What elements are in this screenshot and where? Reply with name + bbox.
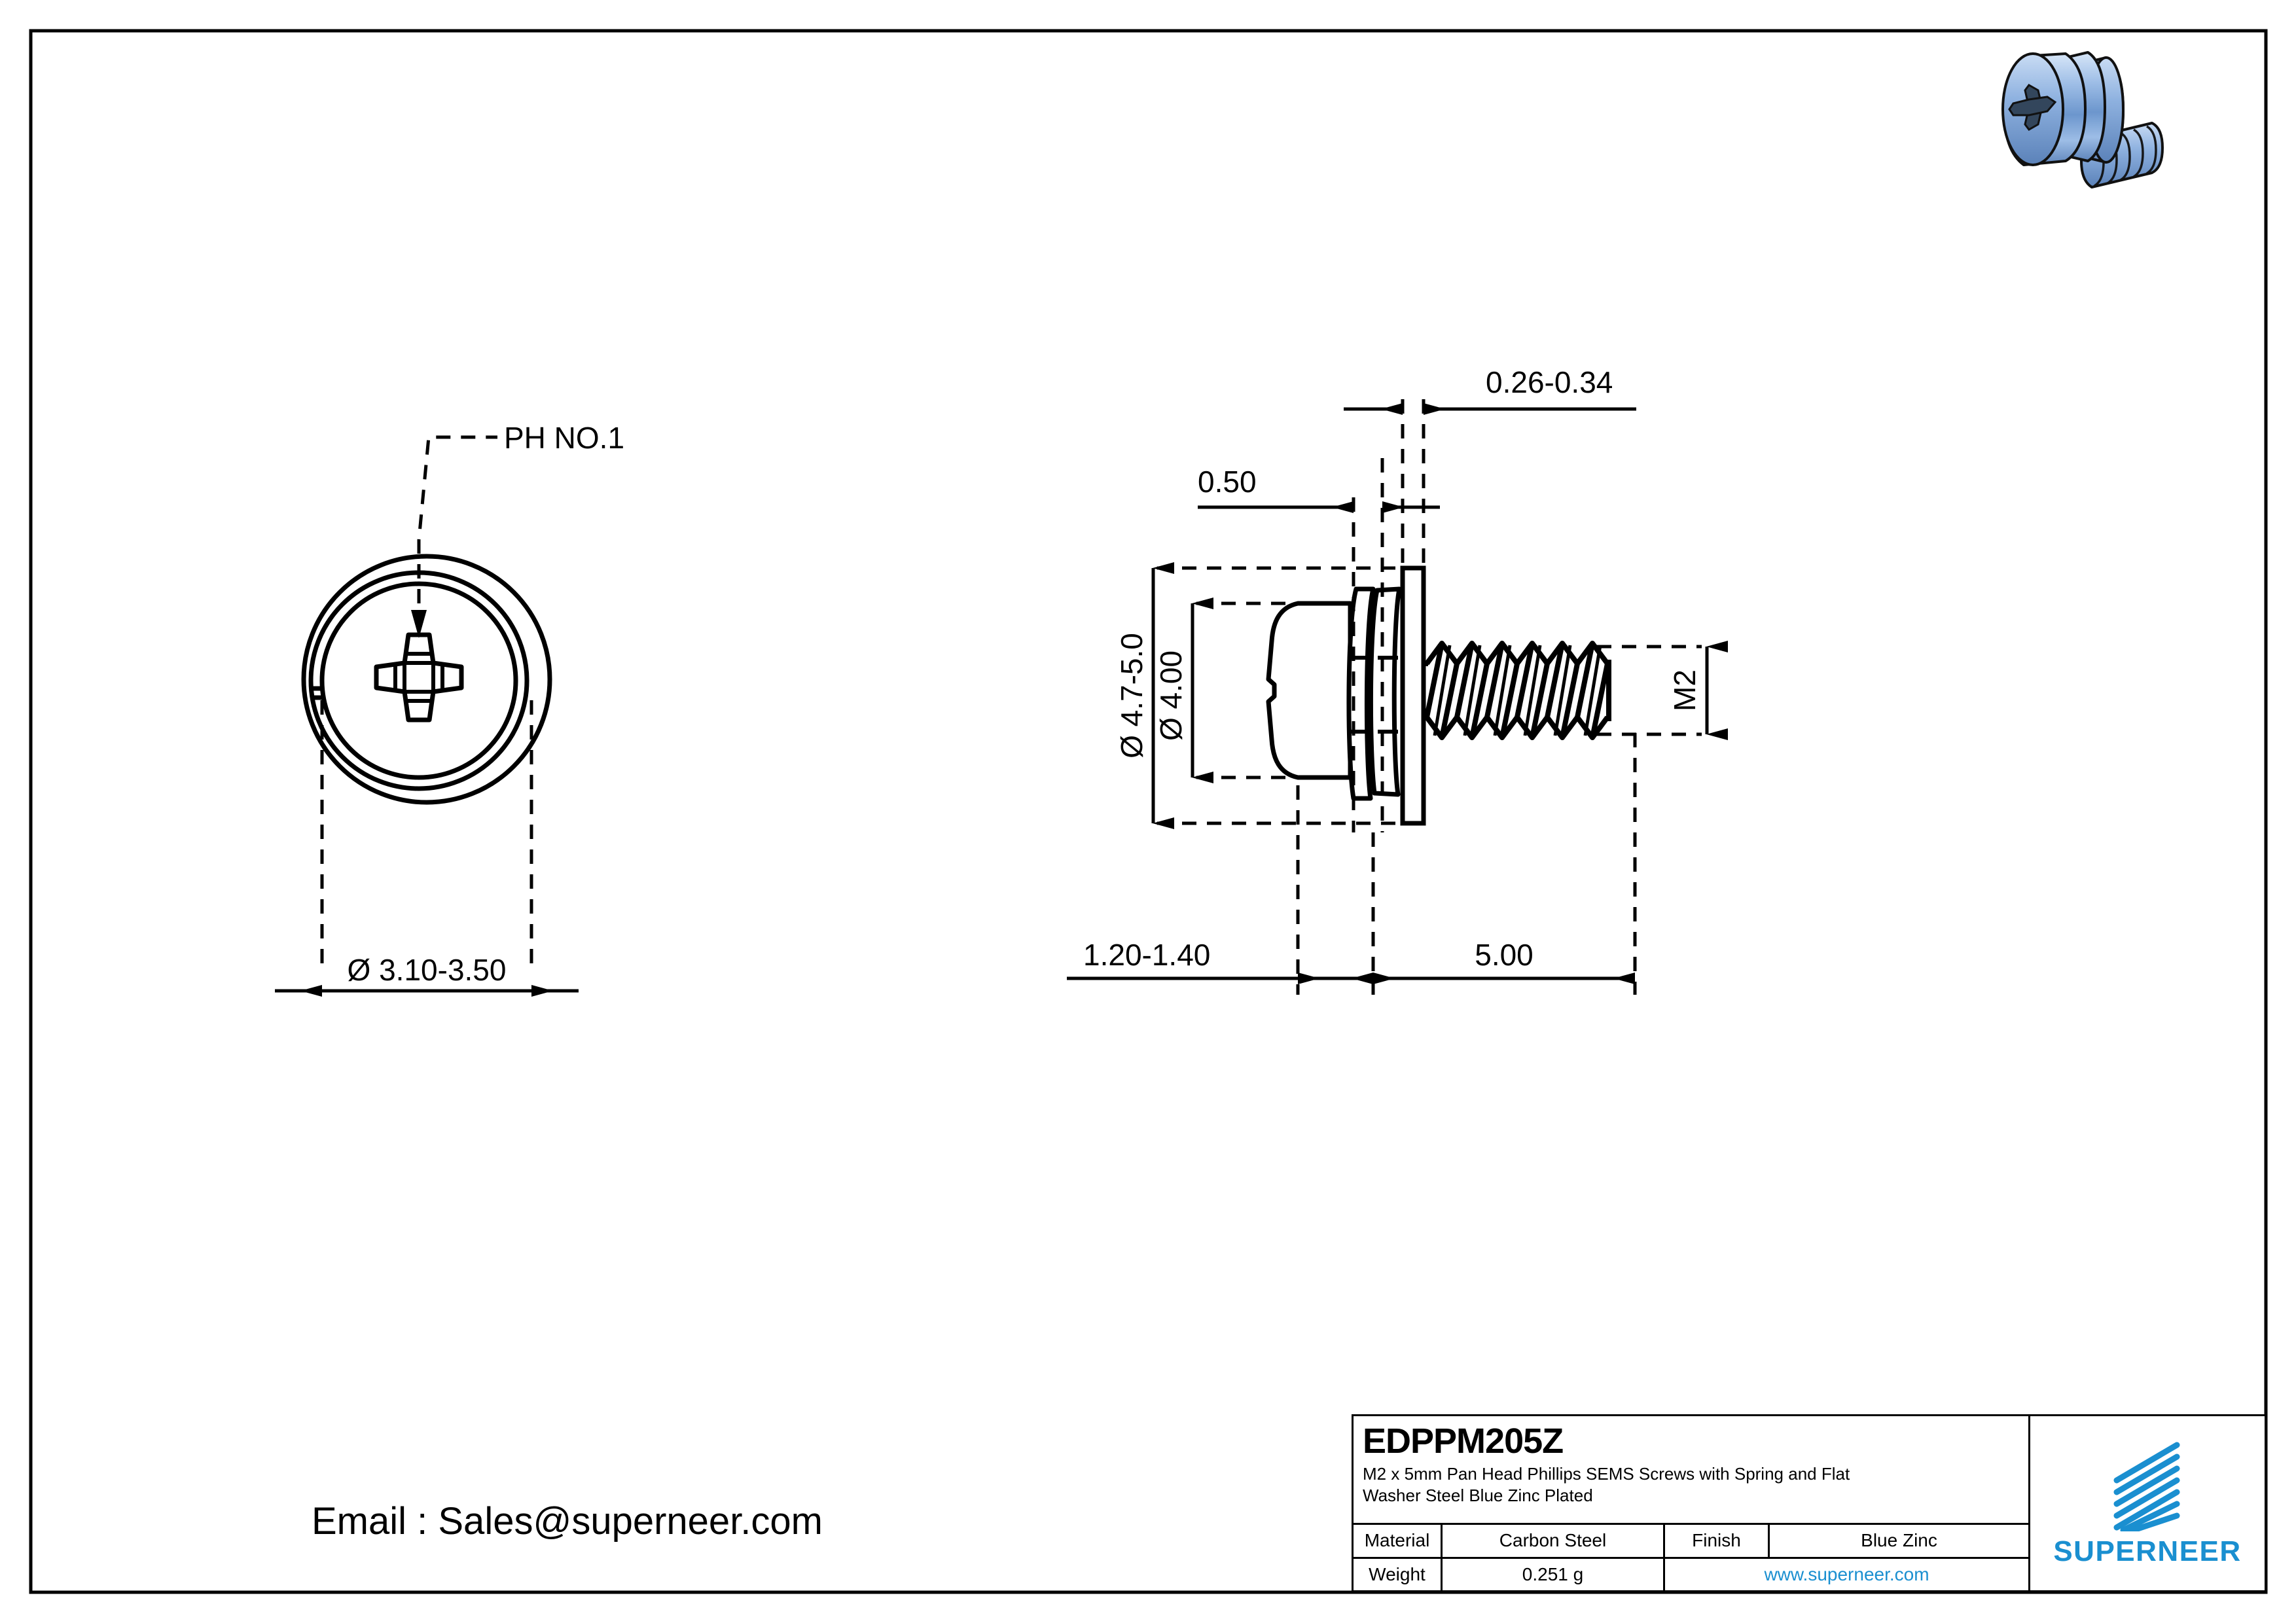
weight-label: Weight (1354, 1558, 1443, 1590)
weight-value: 0.251 g (1443, 1558, 1665, 1590)
title-block-row-material: Material Carbon Steel Finish Blue Zinc (1354, 1525, 2028, 1559)
dim-text-026: 0.26-0.34 (1486, 365, 1613, 399)
thread-zigzag-lower (1424, 715, 1610, 740)
dim-text-050: 0.50 (1198, 465, 1257, 499)
thread-root-start (1424, 661, 1428, 720)
brand-wordmark: SUPERNEER (2053, 1535, 2242, 1567)
finish-label: Finish (1665, 1525, 1770, 1557)
finish-value: Blue Zinc (1861, 1530, 1937, 1551)
phillips-cross-recess (374, 632, 464, 722)
screw-3d-thumbnail (2001, 51, 2164, 188)
material-label: Material (1354, 1525, 1443, 1557)
phillips-cross-inner-square (403, 661, 435, 694)
pan-head-profile (1266, 601, 1353, 780)
part-description-line-2: Washer Steel Blue Zinc Plated (1363, 1486, 1593, 1505)
ph-callout-leader (417, 435, 497, 628)
contact-email-text: Email : Sales@superneer.com (312, 1500, 823, 1543)
front-dim-text-head-dia: Ø 3.10-3.50 (348, 953, 507, 987)
front-head-circle (319, 581, 518, 780)
sheet-border (29, 29, 2268, 1594)
part-description: M2 x 5mm Pan Head Phillips SEMS Screws w… (1363, 1463, 2019, 1507)
dim-text-flatwasher-dia: Ø 4.7-5.0 (1115, 633, 1149, 758)
front-outer-circle (301, 554, 552, 805)
flat-washer-profile (1400, 565, 1426, 826)
dim-text-120: 1.20-1.40 (1083, 938, 1210, 972)
title-block: EDPPM205Z M2 x 5mm Pan Head Phillips SEM… (1352, 1414, 2267, 1592)
dim-text-500: 5.00 (1475, 938, 1534, 972)
front-view-group (275, 435, 579, 997)
superneer-mark-icon (2113, 1442, 2180, 1531)
title-block-row-weight: Weight 0.251 g www.superneer.com (1354, 1558, 2028, 1590)
ph-callout-arrowhead (411, 610, 427, 638)
spring-washer-profile-back (1368, 586, 1402, 797)
title-block-description-area: EDPPM205Z M2 x 5mm Pan Head Phillips SEM… (1354, 1416, 2028, 1525)
dim-text-thread-size: M2 (1668, 669, 1702, 711)
thread-zigzag-upper (1424, 641, 1610, 666)
threaded-shank (1424, 641, 1611, 740)
front-spring-washer-circle (308, 570, 529, 791)
part-number: EDPPM205Z (1363, 1421, 1564, 1461)
website-link[interactable]: www.superneer.com (1764, 1563, 1929, 1584)
dim-text-head-dia: Ø 4.00 (1154, 651, 1188, 741)
side-view-group: Ø 4.7-5.0 Ø 4.00 M2 0.50 0.26-0.34 (1067, 365, 1728, 995)
part-description-line-1: M2 x 5mm Pan Head Phillips SEMS Screws w… (1363, 1464, 1850, 1484)
material-value: Carbon Steel (1443, 1525, 1665, 1557)
thumb-phillips-recess (2008, 84, 2057, 131)
title-block-info: EDPPM205Z M2 x 5mm Pan Head Phillips SEM… (1354, 1416, 2030, 1590)
ph-callout-text: PH NO.1 (504, 421, 624, 455)
brand-logo-area: SUPERNEER (2030, 1416, 2265, 1590)
